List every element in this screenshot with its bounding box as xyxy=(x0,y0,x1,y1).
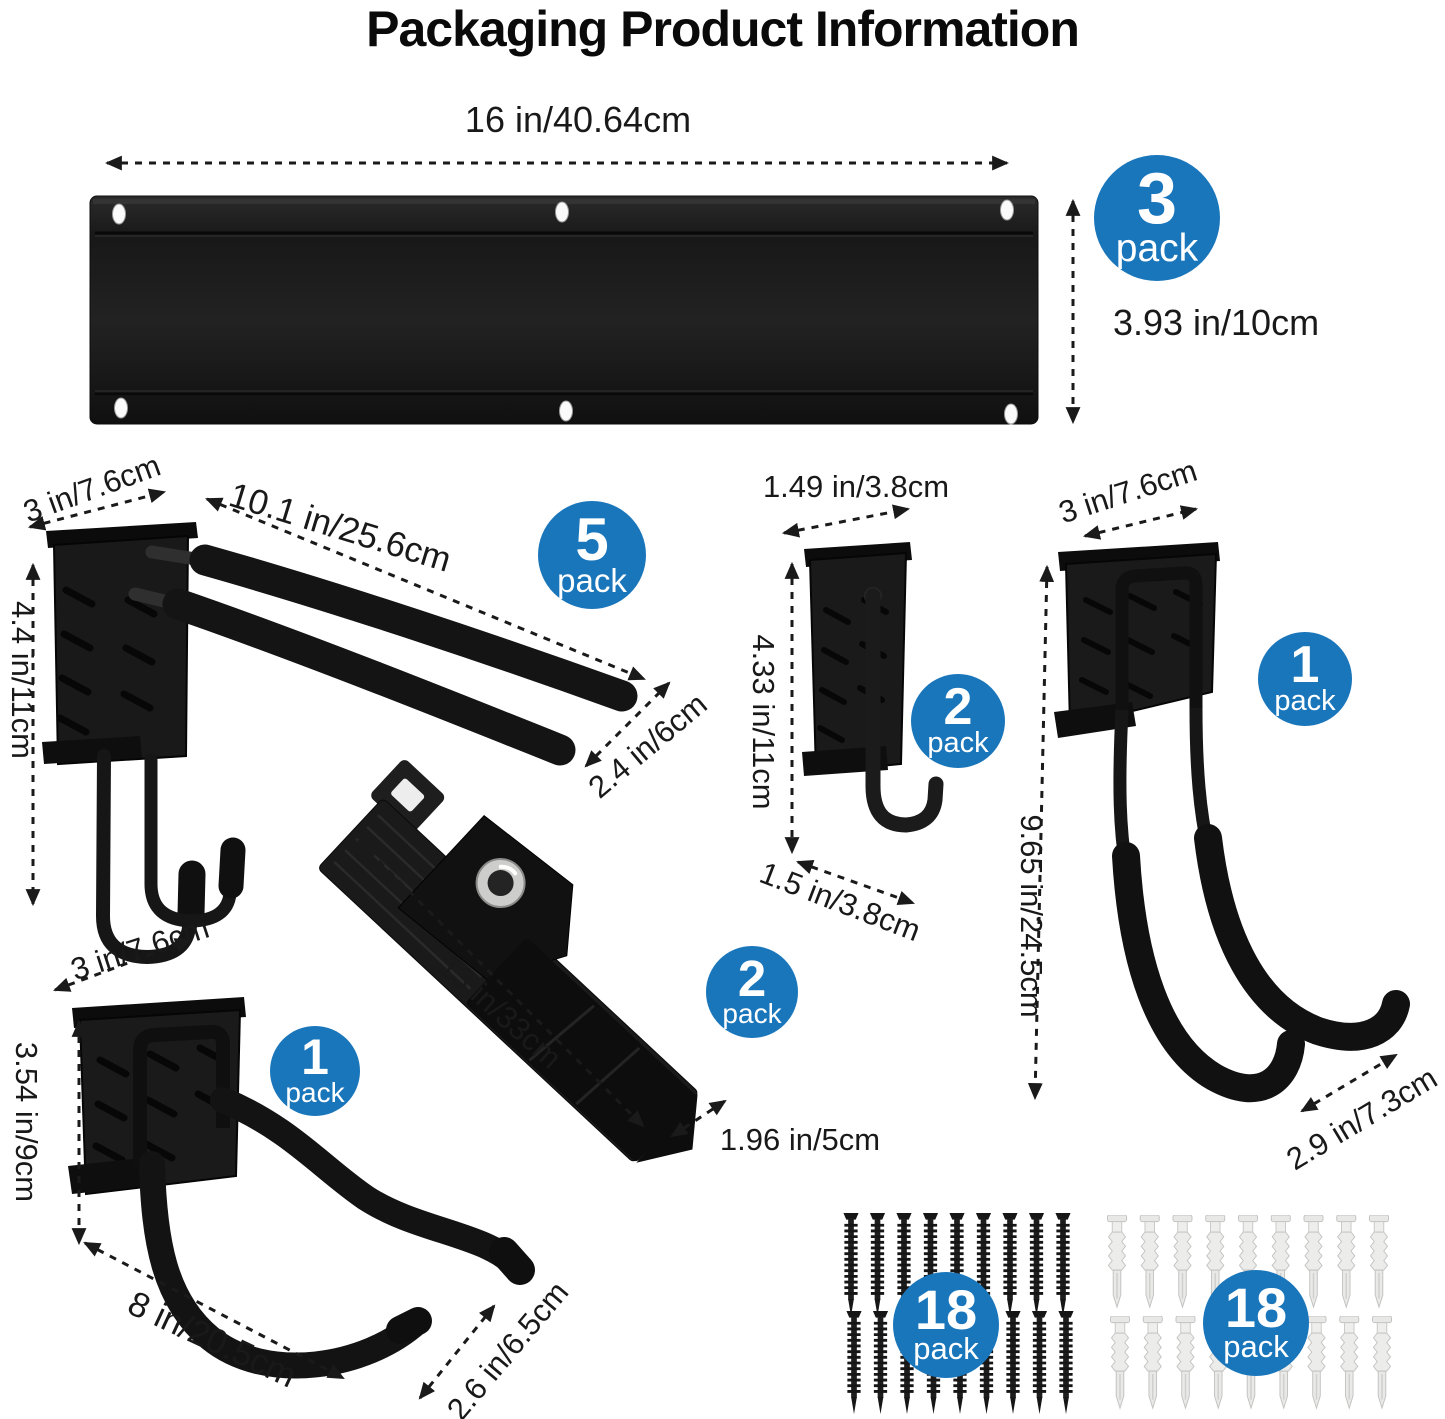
rail-graphic xyxy=(89,195,1039,425)
strap-pack-badge: 2 pack xyxy=(706,946,798,1038)
rail-height-label: 3.93 in/10cm xyxy=(1112,302,1320,343)
dim-arrow-curved-hook-gap xyxy=(418,1304,496,1400)
dim-arrow-curved-hook-width xyxy=(53,938,192,992)
curved-hook-pack-count: 1 xyxy=(301,1028,329,1085)
anchors-pack-word: pack xyxy=(1223,1329,1289,1364)
double-hook-height-label: 4.4 in/11cm xyxy=(5,601,40,759)
j-hook-pack-badge: 2 pack xyxy=(911,674,1005,768)
j-hook-graphic xyxy=(802,542,944,833)
large-hook-height-label: 9.65 in/24.5cm xyxy=(1014,814,1049,1018)
dim-arrow-large-hook-height xyxy=(1027,564,1055,1101)
anchors-pack-count: 18 xyxy=(1224,1276,1288,1340)
dim-arrow-curved-hook-length xyxy=(83,1241,345,1380)
screws-pack-count: 18 xyxy=(914,1278,978,1342)
screws-pack-badge: 18 pack xyxy=(893,1272,999,1378)
large-hook-pack-count: 1 xyxy=(1290,635,1320,694)
dim-arrow-double-hook-length xyxy=(205,497,646,681)
anchors-pack-badge: 18 pack xyxy=(1203,1270,1309,1376)
strap-width-label: 1.96 in/5cm xyxy=(719,1122,881,1157)
large-hook-pack-word: pack xyxy=(1274,685,1336,718)
dim-arrow-strap-length xyxy=(357,839,645,1128)
dim-arrow-double-hook-depth xyxy=(27,488,167,531)
page-title: Packaging Product Information xyxy=(366,1,1080,57)
j-hook-height-label: 4.33 in/11cm xyxy=(746,634,781,810)
rail-pack-word: pack xyxy=(1115,226,1199,270)
strap-pack-word: pack xyxy=(722,998,782,1030)
curved-hook-pack-badge: 1 pack xyxy=(270,1026,360,1116)
strap-pack-count: 2 xyxy=(737,949,767,1007)
dim-arrow-large-hook-gap xyxy=(1300,1053,1398,1113)
double-hook-pack-count: 5 xyxy=(575,505,609,573)
large-hook-pack-badge: 1 pack xyxy=(1258,632,1352,726)
j-hook-pack-word: pack xyxy=(927,727,989,760)
rail-width-label: 16 in/40.64cm xyxy=(464,99,692,140)
curved-hook-graphic xyxy=(68,997,535,1379)
rail-pack-count: 3 xyxy=(1136,158,1178,239)
double-hook-pack-word: pack xyxy=(557,561,627,599)
j-hook-width-label: 1.49 in/3.8cm xyxy=(762,469,950,504)
dim-arrow-j-hook-depth xyxy=(795,859,916,906)
curved-hook-height-label: 3.54 in/9cm xyxy=(9,1041,44,1203)
dim-arrow-large-hook-width xyxy=(1082,505,1199,540)
dim-arrow-double-hook-gap xyxy=(584,681,671,768)
large-hook-graphic xyxy=(1054,542,1410,1103)
screws-pack-word: pack xyxy=(913,1331,979,1366)
double-hook-pack-badge: 5 pack xyxy=(538,501,646,609)
rail-pack-badge: 3 pack xyxy=(1094,155,1220,281)
dim-arrow-strap-width xyxy=(670,1099,727,1138)
dim-arrow-j-hook-width xyxy=(781,504,911,538)
curved-hook-pack-word: pack xyxy=(285,1076,345,1108)
j-hook-pack-count: 2 xyxy=(943,677,973,736)
